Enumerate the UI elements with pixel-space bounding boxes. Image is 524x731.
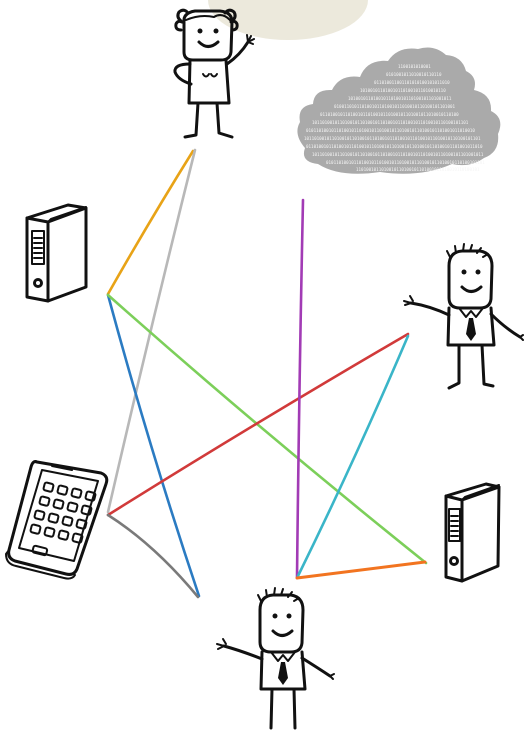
- svg-text:010011010110100101101001011010: 0100110101101001011010010110100101101001…: [334, 104, 455, 109]
- svg-text:101001011010010110100101101001: 1010010110100101101001011010010110: [360, 88, 446, 93]
- connection-lines: [108, 150, 426, 597]
- svg-text:1100101010001: 1100101010001: [398, 64, 431, 69]
- connection-man-right-man-bottom: [298, 336, 408, 576]
- smartphone-icon: [6, 462, 107, 579]
- svg-text:101101001011010010110100101101: 1011010010110100101101001011010010110100…: [304, 136, 481, 141]
- svg-text:0101001011010010110110: 0101001011010010110110: [386, 72, 442, 77]
- man-figure-icon: [404, 244, 523, 388]
- connection-man-bottom-binder-right: [297, 562, 425, 578]
- svg-text:101101001011010010110100101101: 1011010010110100101101001011010010110100…: [312, 152, 484, 157]
- svg-text:010110100101101001011010010110: 0101101001011010010110100101101001011010…: [306, 128, 475, 133]
- connection-binder-left-binder-right: [108, 295, 426, 563]
- connection-woman-binder-left: [108, 151, 193, 294]
- svg-text:011010010110100101101001011010: 0110100101101001011010010110100101101001…: [320, 112, 459, 117]
- binder-icon: [446, 484, 499, 581]
- man-figure-icon: [217, 588, 334, 728]
- connection-woman-phone: [108, 150, 195, 512]
- binary-cloud-icon: 1100101010001 0101001011010010110110 011…: [297, 47, 500, 173]
- svg-text:010110100101101001011010010110: 0101101001011010010110100101101001011010…: [326, 160, 485, 165]
- binder-icon: [27, 205, 86, 301]
- svg-text:011010011001101010100101011010: 011010011001101010100101011010: [374, 80, 450, 85]
- svg-text:110100101101001011010010110100: 1101001011010010110100101101001011010010…: [356, 167, 480, 172]
- svg-text:011010010110100101101001011010: 0110100101101001011010010110100101101001…: [306, 144, 483, 149]
- svg-text:101101001011010010110100101101: 1011010010110100101101001011010010110100…: [312, 120, 469, 125]
- connection-cloud-man-bottom: [297, 200, 303, 578]
- svg-text:101001011010010110100101101001: 1010010110100101101001011010010110100101…: [348, 96, 452, 101]
